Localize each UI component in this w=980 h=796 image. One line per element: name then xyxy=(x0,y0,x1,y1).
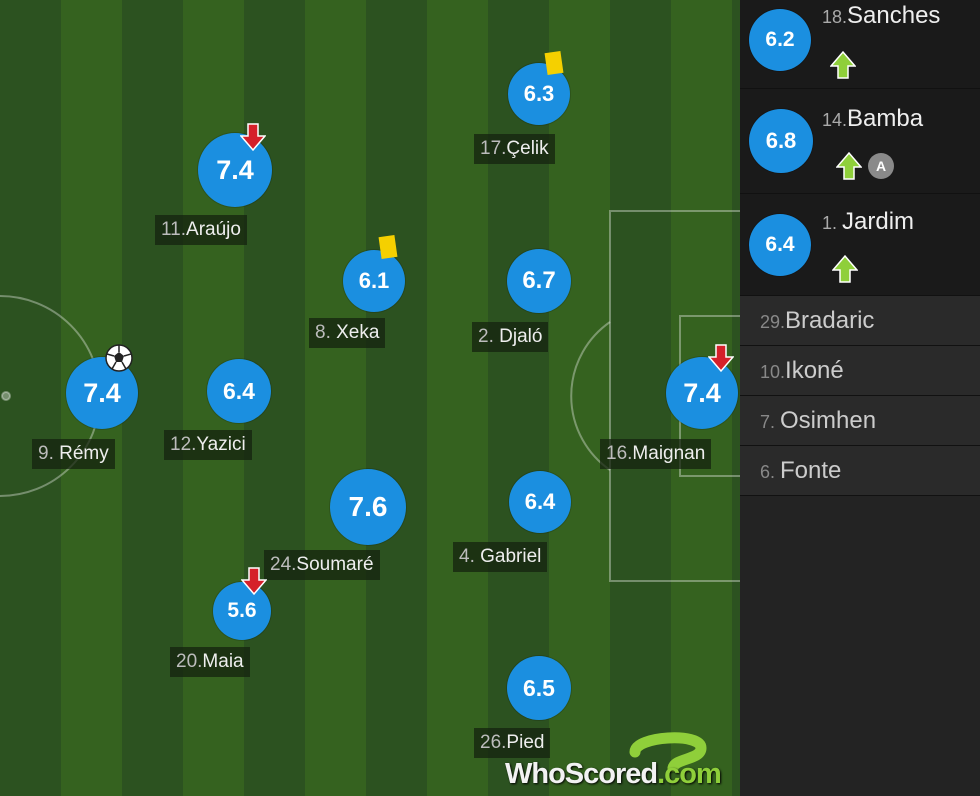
player-name-label: 16.Maignan xyxy=(600,439,712,469)
player-name-label: 26.Pied xyxy=(474,728,551,758)
rating-bubble: 6.2 xyxy=(749,9,811,71)
sub-row-fonte[interactable]: 6. Fonte xyxy=(740,446,980,496)
sub-row-bamba[interactable]: 6.8 14.Bamba A xyxy=(740,89,980,194)
arrow-up-icon xyxy=(830,50,856,79)
player-name-label: 12.Yazici xyxy=(164,430,252,460)
sub-row-sanches[interactable]: 6.2 18.Sanches xyxy=(740,0,980,89)
rating-bubble: 6.7 xyxy=(507,249,571,313)
arrow-down-icon xyxy=(708,344,734,373)
sub-name-label: 7. Osimhen xyxy=(760,407,877,434)
rating-bubble: 6.4 xyxy=(509,471,571,533)
yellow-card-icon xyxy=(544,50,564,76)
logo-text: WhoScored xyxy=(505,758,658,790)
arrow-up-icon xyxy=(836,151,862,180)
player-name-label: 4. Gabriel xyxy=(453,542,548,572)
arrow-down-icon xyxy=(240,123,266,152)
question-mark-icon xyxy=(629,732,707,772)
player-name-label: 24.Soumaré xyxy=(264,550,380,580)
sub-name-label: 6. Fonte xyxy=(760,457,842,484)
sub-name-label: 14.Bamba xyxy=(822,105,924,132)
rating-bubble: 6.4 xyxy=(207,359,271,423)
rating-bubble: 6.5 xyxy=(507,656,571,720)
sub-row-osimhen[interactable]: 7. Osimhen xyxy=(740,396,980,446)
rating-bubble: 6.8 xyxy=(749,109,813,173)
player-name-label: 11.Araújo xyxy=(155,215,247,245)
whoscored-logo: WhoScored.com xyxy=(505,730,735,792)
arrow-down-icon xyxy=(241,567,267,596)
rating-bubble: 7.4 xyxy=(666,357,738,429)
yellow-card-icon xyxy=(378,234,398,260)
player-name-label: 2. Djaló xyxy=(472,322,549,352)
sub-name-label: 29.Bradaric xyxy=(760,307,875,334)
rating-bubble: 6.3 xyxy=(508,63,570,125)
player-name-label: 20.Maia xyxy=(170,647,250,677)
captain-badge-icon: A xyxy=(868,153,894,179)
substitutes-panel: 6.2 18.Sanches 6.8 14.Bamba A 6.4 1. Jar… xyxy=(740,0,980,796)
logo-suffix: .com xyxy=(657,758,722,790)
arrow-up-icon xyxy=(832,254,858,283)
pitch: 7.4 11.Araújo 6.3 17.Çelik 6.1 8. Xeka 6… xyxy=(0,0,740,796)
sub-name-label: 10.Ikoné xyxy=(760,357,844,384)
sub-name-label: 18.Sanches xyxy=(822,2,941,29)
rating-bubble: 6.4 xyxy=(749,214,811,276)
sub-row-jardim[interactable]: 6.4 1. Jardim xyxy=(740,194,980,296)
player-name-label: 9. Rémy xyxy=(32,439,115,469)
sub-name-label: 1. Jardim xyxy=(822,208,915,235)
player-name-label: 17.Çelik xyxy=(474,134,555,164)
rating-bubble: 5.6 xyxy=(213,582,271,640)
rating-bubble: 7.6 xyxy=(330,469,406,545)
player-name-label: 8. Xeka xyxy=(309,318,386,348)
ball-icon xyxy=(105,344,133,372)
sub-row-ikone[interactable]: 10.Ikoné xyxy=(740,346,980,396)
sub-row-bradaric[interactable]: 29.Bradaric xyxy=(740,296,980,346)
rating-bubble: 6.1 xyxy=(343,250,405,312)
rating-bubble: 7.4 xyxy=(198,133,272,207)
